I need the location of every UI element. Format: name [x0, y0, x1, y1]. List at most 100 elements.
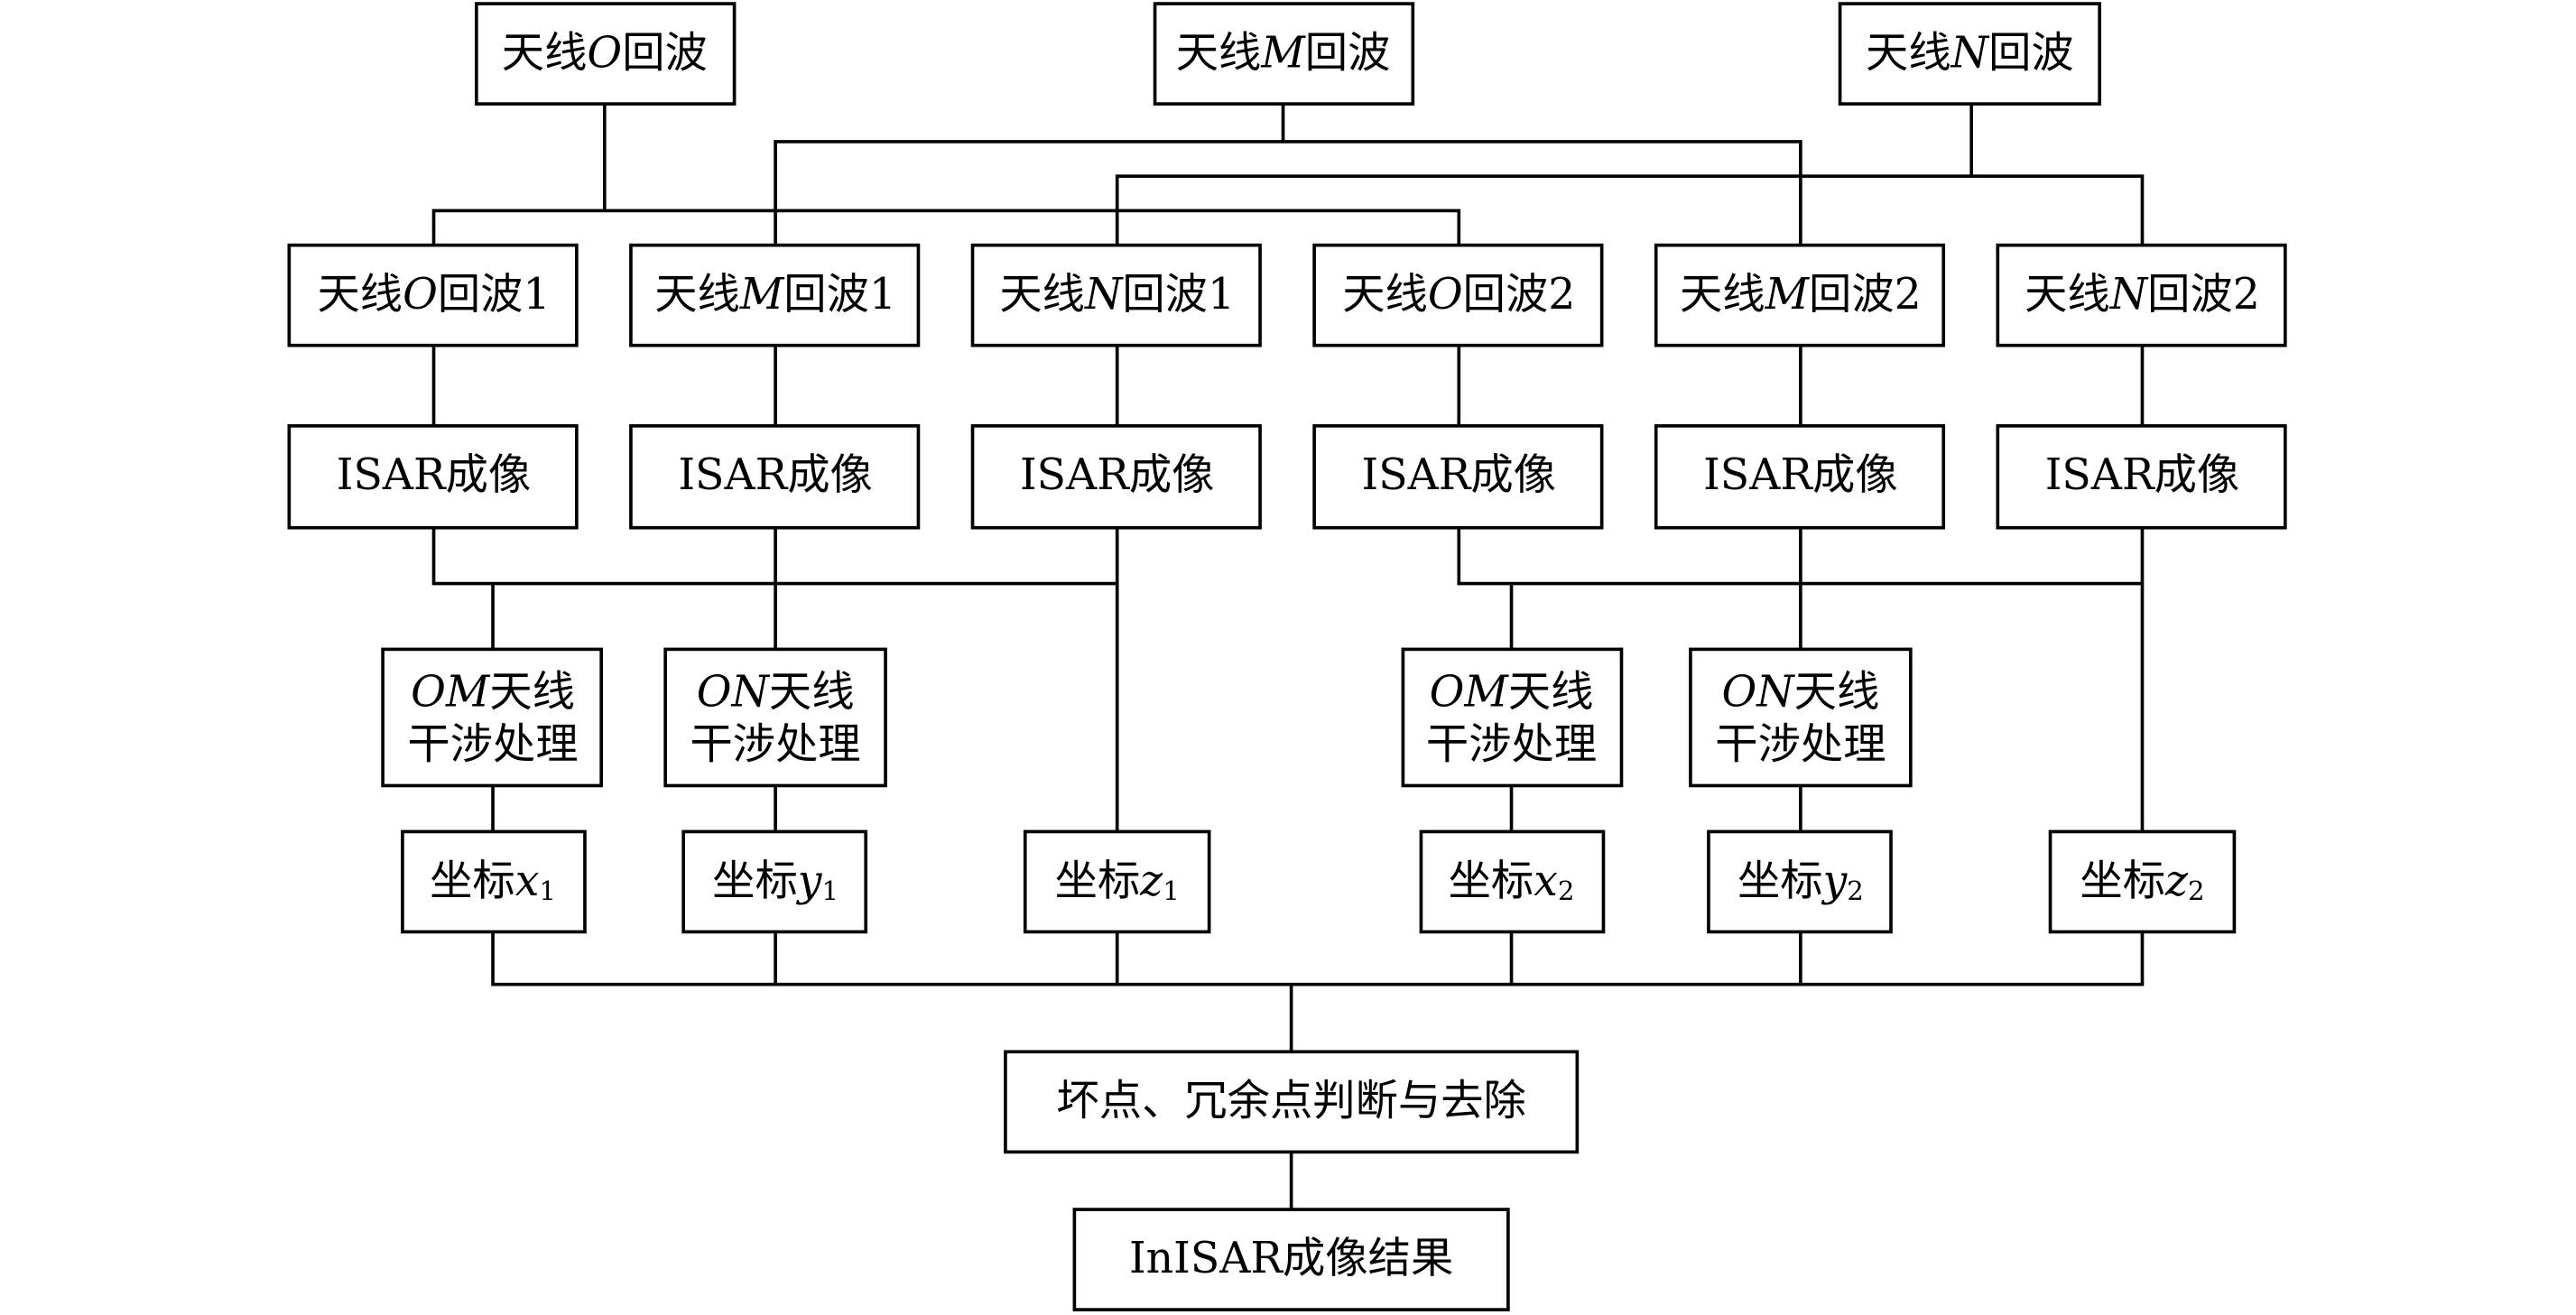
label-part: 回波1: [783, 270, 896, 319]
label-var: O: [587, 28, 622, 78]
label-part: 天线: [999, 270, 1085, 319]
label-part: 回波1: [438, 270, 551, 319]
connector-isar-bus-right: [1457, 527, 2145, 832]
connector-echo-isar: [431, 345, 2145, 426]
label-part: 坐标: [712, 857, 798, 906]
label-var: z: [2164, 857, 2189, 906]
isar-imaging-N2: ISAR成像: [1996, 424, 2287, 530]
coordinate-y1: 坐标y1: [681, 829, 868, 934]
connector-coord-bus: [491, 931, 2145, 1210]
label-part: 天线: [1794, 667, 1880, 717]
label-sub: 1: [1163, 875, 1180, 906]
split-echo-N2: 天线N回波2: [1996, 243, 2287, 347]
label-part: 天线: [769, 667, 855, 717]
svg-text:坐标x1: 坐标x1: [430, 857, 556, 906]
split-echo-N1: 天线N回波1: [970, 243, 1262, 347]
label-part: 坐标: [2080, 857, 2165, 906]
isar-label: ISAR成像: [2045, 450, 2240, 500]
label-var: O: [403, 270, 438, 319]
label-sub: 2: [1847, 875, 1864, 906]
svg-text:坐标y1: 坐标y1: [712, 857, 839, 906]
interferometry-ON2: ON天线 干涉处理: [1689, 647, 1913, 788]
interferometry-OM1: OM天线 干涉处理: [381, 647, 603, 788]
label-var: y: [1821, 857, 1849, 906]
label-line2: 干涉处理: [690, 719, 860, 769]
label-part: 天线: [1866, 28, 1951, 78]
label-var: N: [1951, 28, 1990, 78]
svg-text:天线M回波2: 天线M回波2: [1680, 270, 1922, 319]
label-part: 坐标: [1449, 857, 1534, 906]
connectors: [431, 104, 2145, 1210]
split-echo-M1: 天线M回波1: [629, 243, 921, 347]
svg-text:天线O回波: 天线O回波: [502, 28, 708, 78]
label-sub: 1: [822, 875, 839, 906]
label-var: ON: [697, 667, 771, 717]
isar-label: ISAR成像: [337, 450, 532, 500]
isar-label: ISAR成像: [678, 450, 873, 500]
svg-text:OM天线: OM天线: [411, 667, 575, 717]
label-part: 天线: [1176, 28, 1262, 78]
label-line2: 干涉处理: [1715, 719, 1886, 769]
connector-M: [774, 104, 1802, 245]
isar-label: ISAR成像: [1020, 450, 1215, 500]
filter-step-label: 坏点、冗余点判断与去除: [1056, 1076, 1525, 1125]
label-var: M: [739, 270, 785, 319]
isar-imaging-M1: ISAR成像: [629, 424, 921, 530]
interferometry-OM2: OM天线 干涉处理: [1401, 647, 1624, 788]
coordinate-z1: 坐标z1: [1023, 829, 1211, 934]
label-part: 天线: [317, 270, 403, 319]
label-var: x: [1534, 857, 1558, 906]
svg-text:ON天线: ON天线: [1721, 667, 1879, 717]
label-line2: 干涉处理: [1426, 719, 1597, 769]
label-var: M: [1260, 28, 1306, 78]
label-part: 坐标: [430, 857, 515, 906]
filter-step: 坏点、冗余点判断与去除: [1004, 1050, 1580, 1154]
label-var: OM: [1430, 667, 1510, 717]
source-echo-N: 天线N回波: [1838, 2, 2101, 106]
label-var: N: [2109, 270, 2149, 319]
isar-label: ISAR成像: [1703, 450, 1898, 500]
coordinate-z2: 坐标z2: [2048, 829, 2237, 934]
result-label: InISAR成像结果: [1129, 1234, 1453, 1283]
label-var: N: [1084, 270, 1124, 319]
label-part: 坐标: [1737, 857, 1823, 906]
svg-text:天线M回波: 天线M回波: [1176, 28, 1391, 78]
label-line2: 干涉处理: [407, 719, 578, 769]
label-part: 坐标: [1055, 857, 1141, 906]
label-sub: 2: [2188, 875, 2205, 906]
svg-text:天线O回波2: 天线O回波2: [1342, 270, 1575, 319]
svg-text:坐标z2: 坐标z2: [2080, 857, 2204, 906]
label-var: M: [1765, 270, 1811, 319]
label-var: x: [515, 857, 540, 906]
connector-N: [1115, 104, 2145, 245]
svg-text:天线N回波1: 天线N回波1: [999, 270, 1235, 319]
source-echo-O: 天线O回波: [475, 2, 737, 106]
label-part: 天线: [654, 270, 740, 319]
isar-label: ISAR成像: [1362, 450, 1557, 500]
label-part: 回波2: [2147, 270, 2260, 319]
label-part: 天线: [502, 28, 588, 78]
label-part: 回波2: [1463, 270, 1576, 319]
svg-text:天线O回波1: 天线O回波1: [317, 270, 550, 319]
label-part: 天线: [1508, 667, 1594, 717]
connector-isar-bus-left: [431, 527, 1119, 832]
label-var: OM: [411, 667, 491, 717]
isar-imaging-M2: ISAR成像: [1654, 424, 1946, 530]
coordinate-x2: 坐标x2: [1419, 829, 1606, 934]
isar-imaging-O1: ISAR成像: [287, 424, 579, 530]
result-step: InISAR成像结果: [1072, 1208, 1510, 1311]
coordinate-y2: 坐标y2: [1707, 829, 1893, 934]
interferometry-ON1: ON天线 干涉处理: [663, 647, 887, 788]
isar-imaging-O2: ISAR成像: [1312, 424, 1604, 530]
label-part: 回波: [622, 28, 708, 78]
svg-text:坐标y2: 坐标y2: [1737, 857, 1864, 906]
label-sub: 1: [539, 875, 556, 906]
label-part: 回波2: [1809, 270, 1922, 319]
split-echo-M2: 天线M回波2: [1654, 243, 1946, 347]
label-part: 天线: [1342, 270, 1428, 319]
label-var: y: [796, 857, 823, 906]
coordinate-x1: 坐标x1: [401, 829, 587, 934]
svg-text:天线M回波1: 天线M回波1: [654, 270, 896, 319]
label-part: 天线: [2025, 270, 2110, 319]
split-echo-O2: 天线O回波2: [1312, 243, 1604, 347]
